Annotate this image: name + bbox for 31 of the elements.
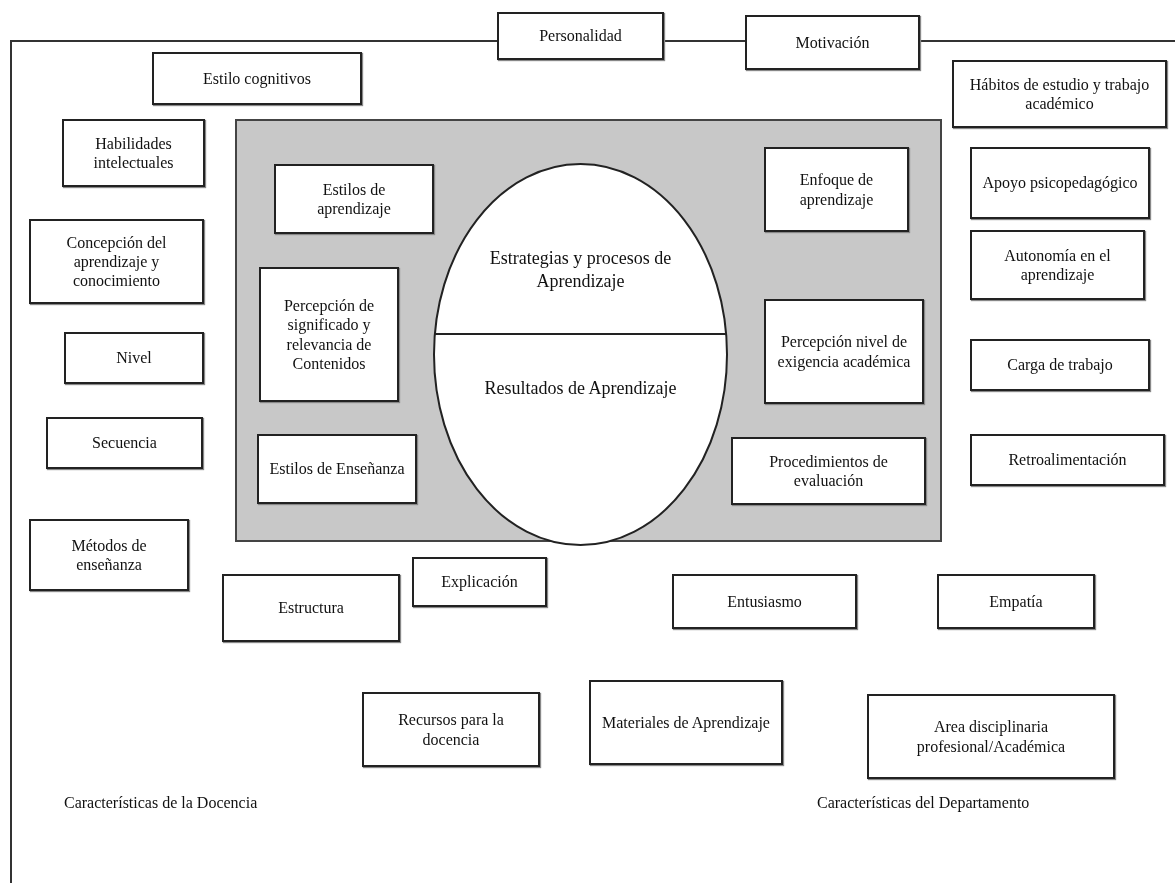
- concept-box: Enfoque de aprendizaje: [764, 147, 909, 232]
- ellipse-label: Resultados de Aprendizaje: [483, 377, 678, 400]
- concept-box: Retroalimentación: [970, 434, 1165, 486]
- concept-box: Area disciplinaria profesional/Académica: [867, 694, 1115, 779]
- ellipse-label: Estrategias y procesos de Aprendizaje: [488, 247, 673, 292]
- concept-box: Estilo cognitivos: [152, 52, 362, 105]
- ellipse-node: [432, 162, 729, 547]
- concept-box: Carga de trabajo: [970, 339, 1150, 391]
- concept-box: Explicación: [412, 557, 547, 607]
- section-caption: Características de la Docencia: [64, 794, 258, 812]
- concept-box: Personalidad: [497, 12, 664, 60]
- concept-box: Materiales de Aprendizaje: [589, 680, 783, 765]
- concept-box: Concepción del aprendizaje y conocimiento: [29, 219, 204, 304]
- concept-box: Secuencia: [46, 417, 203, 469]
- section-caption: Características del Departamento: [817, 794, 1030, 812]
- concept-box: Apoyo psicopedagógico: [970, 147, 1150, 219]
- concept-box: Estilos de Enseñanza: [257, 434, 417, 504]
- concept-box: Autonomía en el aprendizaje: [970, 230, 1145, 300]
- concept-box: Entusiasmo: [672, 574, 857, 629]
- concept-box: Percepción nivel de exigencia académica: [764, 299, 924, 404]
- concept-box: Estructura: [222, 574, 400, 642]
- concept-box: Empatía: [937, 574, 1095, 629]
- concept-box: Hábitos de estudio y trabajo académico: [952, 60, 1167, 128]
- concept-box: Recursos para la docencia: [362, 692, 540, 767]
- concept-box: Nivel: [64, 332, 204, 384]
- concept-box: Métodos de enseñanza: [29, 519, 189, 591]
- concept-box: Estilos de aprendizaje: [274, 164, 434, 234]
- concept-box: Motivación: [745, 15, 920, 70]
- concept-box: Procedimientos de evaluación: [731, 437, 926, 505]
- concept-box: Percepción de significado y relevancia de Contenidos: [259, 267, 399, 402]
- concept-box: Habilidades intelectuales: [62, 119, 205, 187]
